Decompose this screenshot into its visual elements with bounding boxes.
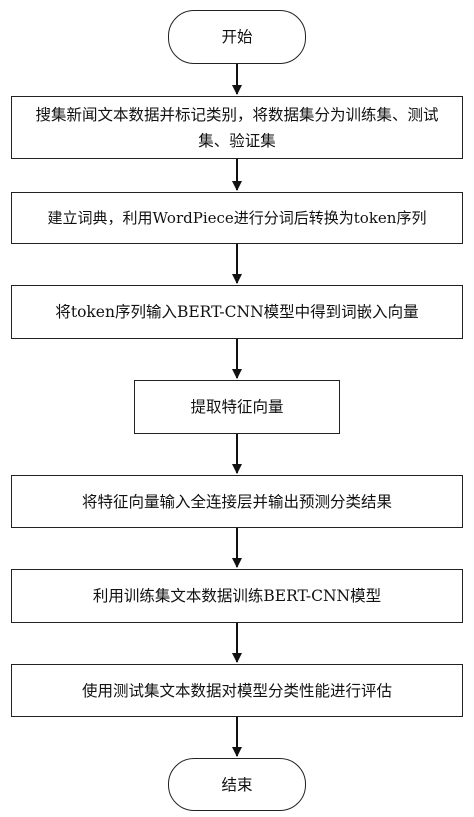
start-label: 开始 (221, 28, 253, 46)
step-4-extract-features: 提取特征向量 (134, 380, 340, 434)
step-7-evaluate: 使用测试集文本数据对模型分类性能进行评估 (11, 664, 463, 717)
step-7-label: 使用测试集文本数据对模型分类性能进行评估 (81, 681, 392, 700)
step-3-word-embedding: 将token序列输入BERT-CNN模型中得到词嵌入向量 (11, 285, 463, 339)
end-label: 结束 (221, 775, 253, 794)
step-5-label: 将特征向量输入全连接层并输出预测分类结果 (81, 492, 392, 511)
step-6-label: 利用训练集文本数据训练BERT-CNN模型 (92, 587, 382, 605)
start-terminal: 开始 (168, 10, 306, 64)
step-4-label: 提取特征向量 (190, 398, 284, 416)
step-6-train-model: 利用训练集文本数据训练BERT-CNN模型 (11, 569, 463, 623)
step-1-label: 搜集新闻文本数据并标记类别，将数据集分为训练集、测试集、验证集 (35, 105, 439, 150)
step-2-label: 建立词典，利用WordPiece进行分词后转换为token序列 (47, 209, 427, 227)
step-3-label: 将token序列输入BERT-CNN模型中得到词嵌入向量 (55, 303, 419, 321)
step-1-collect-data: 搜集新闻文本数据并标记类别，将数据集分为训练集、测试集、验证集 (11, 96, 463, 159)
end-terminal: 结束 (168, 758, 306, 811)
step-5-fully-connected: 将特征向量输入全连接层并输出预测分类结果 (11, 475, 463, 528)
step-2-build-dictionary: 建立词典，利用WordPiece进行分词后转换为token序列 (11, 192, 463, 244)
